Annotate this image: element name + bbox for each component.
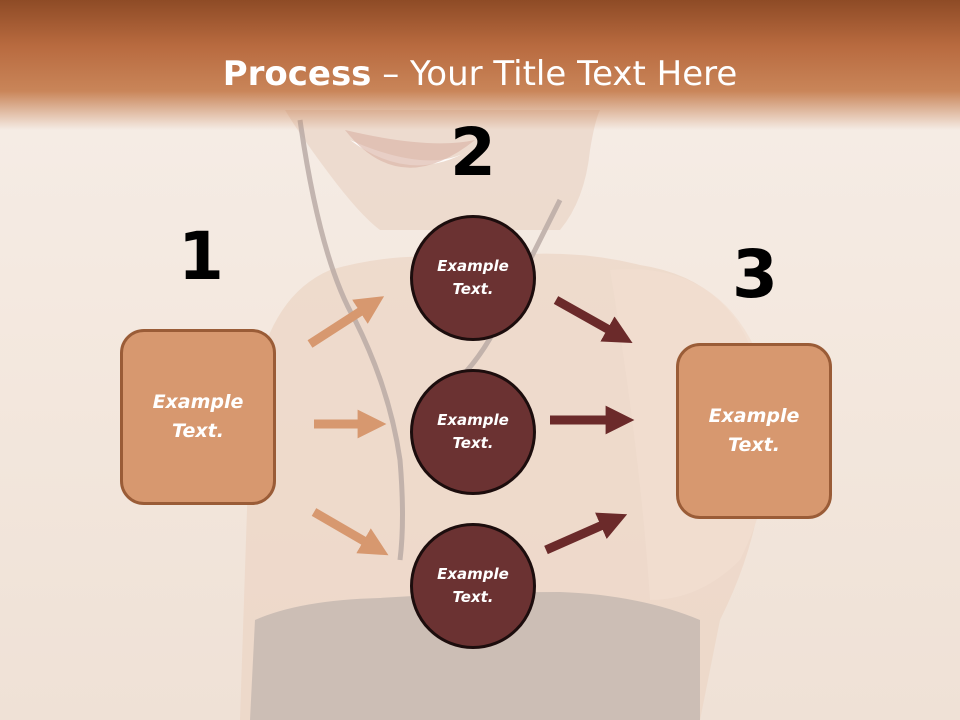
arrow-left-to-top bbox=[307, 296, 385, 348]
step-number-2: 2 bbox=[450, 114, 496, 191]
circle-middle-line2: Text. bbox=[452, 434, 494, 452]
step-1-box: Example Text. bbox=[120, 329, 276, 505]
step-2-circle-bottom: Example Text. bbox=[410, 523, 536, 649]
step-number-1: 1 bbox=[178, 218, 224, 295]
arrow-top-to-right bbox=[553, 296, 633, 344]
circle-bottom-line1: Example bbox=[437, 565, 509, 583]
circle-top-line1: Example bbox=[437, 257, 509, 275]
arrow-bottom-to-right bbox=[544, 512, 628, 555]
circle-top-line2: Text. bbox=[452, 280, 494, 298]
circle-bottom-line2: Text. bbox=[452, 588, 494, 606]
title-bold: Process bbox=[222, 54, 372, 94]
step-1-text-line2: Text. bbox=[172, 420, 224, 442]
title-bar bbox=[0, 0, 960, 130]
step-3-box: Example Text. bbox=[676, 343, 832, 519]
step-2-circle-top: Example Text. bbox=[410, 215, 536, 341]
arrow-left-to-bottom bbox=[311, 508, 389, 556]
step-number-3: 3 bbox=[732, 236, 778, 313]
step-3-text-line2: Text. bbox=[728, 434, 780, 456]
slide-title: Process – Your Title Text Here bbox=[0, 52, 960, 96]
step-1-text-line1: Example bbox=[152, 391, 244, 413]
circle-middle-line1: Example bbox=[437, 411, 509, 429]
step-2-circle-middle: Example Text. bbox=[410, 369, 536, 495]
step-3-text-line1: Example bbox=[708, 405, 800, 427]
title-rest: – Your Title Text Here bbox=[371, 54, 738, 94]
